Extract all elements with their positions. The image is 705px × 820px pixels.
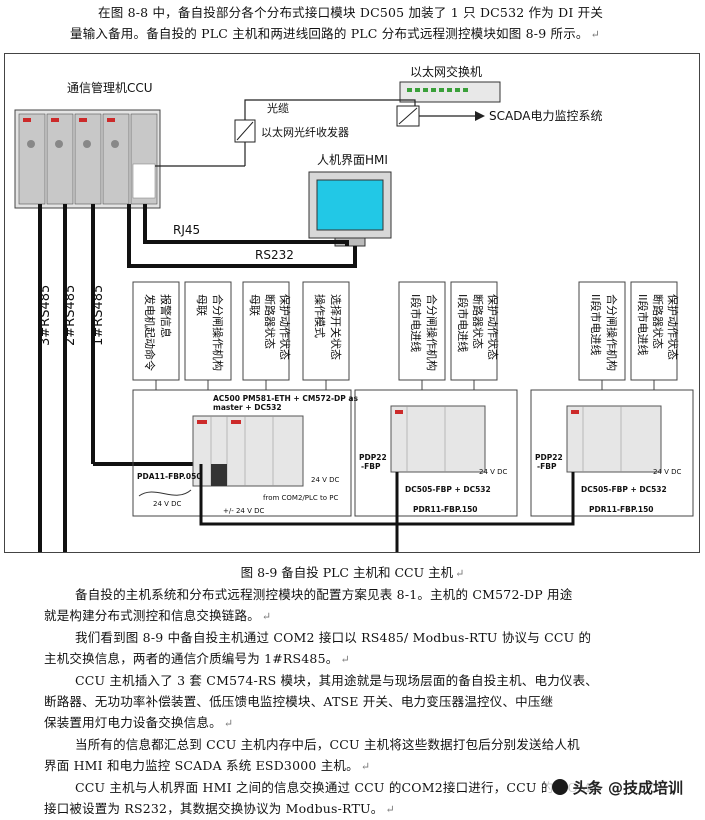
remote2-box <box>530 389 694 517</box>
main-signal-2-line-1: 断路器状态 <box>263 294 277 349</box>
remote1-module: DC505-FBP + DC532 <box>405 485 491 494</box>
fiber-transceiver-label: 以太网光纤收发器 <box>261 125 349 139</box>
remote2-pdr: PDR11-FBP.150 <box>589 505 654 514</box>
intro-line-2: 量输入备用。备自投的 PLC 主机和两进线回路的 PLC 分布式远程测控模块如图… <box>70 26 589 41</box>
main-signal-2-line-2: 保护动作状态 <box>278 294 292 360</box>
main-signal-0-line-0: 发电机起动命令 <box>143 294 157 371</box>
main-signal-1-line-1: 合分闸操作机构 <box>211 294 225 371</box>
toutiao-logo-icon <box>551 779 568 795</box>
remote2-24v: 24 V DC <box>653 468 682 476</box>
ethernet-switch-label: 以太网交换机 <box>410 64 482 79</box>
remote2-pdp-1: -FBP <box>537 462 557 471</box>
main-module-title-0: AC500 PM581-ETH + CM572-DP as <box>213 394 358 403</box>
rj45-label: RJ45 <box>173 223 200 237</box>
remote1-signal-1-line-1: 断路器状态 <box>471 294 485 349</box>
remote2-signal-1-line-1: 断路器状态 <box>651 294 665 349</box>
remote1-signal-0-line-0: I段市电进线 <box>409 294 423 352</box>
main-signal-0-line-1: 报警信息 <box>159 294 173 338</box>
remote2-signal-0-line-1: 合分闸操作机构 <box>605 294 619 371</box>
main-24v-bottom: +/- 24 V DC <box>223 507 265 515</box>
remote1-module-icon <box>390 405 486 473</box>
main-module-title-1: master + DC532 <box>213 403 282 412</box>
hmi-label: 人机界面HMI <box>317 153 388 167</box>
main-signal-3-line-0: 操作模式 <box>313 294 327 338</box>
main-24v-right: 24 V DC <box>311 476 340 484</box>
main-from-com2: from COM2/PLC to PC <box>263 494 338 502</box>
remote1-pdp-1: -FBP <box>361 462 381 471</box>
remote1-24v: 24 V DC <box>479 468 508 476</box>
remote2-signal-0-line-0: II段市电进线 <box>589 294 603 356</box>
remote1-signal-0-line-1: 合分闸操作机构 <box>425 294 439 371</box>
remote1-pdp-0: PDP22 <box>359 453 387 462</box>
remote1-signal-1-line-2: 保护动作状态 <box>486 294 500 360</box>
figure-caption: 图 8-9 备自投 PLC 主机和 CCU 主机↵ <box>240 565 465 580</box>
body-paragraph-1: 备自投的主机系统和分布式远程测控模块的配置方案见表 8-1。主机的 CM572-… <box>44 587 573 623</box>
remote2-module: DC505-FBP + DC532 <box>581 485 667 494</box>
main-pda-label: PDA11-FBP.050 <box>137 472 202 481</box>
body-paragraph-3: CCU 主机插入了 3 套 CM574-RS 模块，其用途就是与现场层面的备自投… <box>44 673 599 730</box>
intro-paragraph: 在图 8-8 中，备自投部分各个分布式接口模块 DC505 加装了 1 只 DC… <box>70 5 604 41</box>
remote1-box <box>354 389 518 517</box>
remote2-signal-1-line-2: 保护动作状态 <box>666 294 680 360</box>
main-plc-box <box>132 389 352 517</box>
remote2-module-icon <box>566 405 662 473</box>
main-24v-left: 24 V DC <box>153 500 182 508</box>
remote1-pdr: PDR11-FBP.150 <box>413 505 478 514</box>
main-signal-1-line-0: 母联 <box>195 294 208 316</box>
remote1-signal-1-line-0: I段市电进线 <box>456 294 470 352</box>
body-paragraph-2: 我们看到图 8-9 中备自投主机通过 COM2 接口以 RS485/ Modbu… <box>44 630 592 666</box>
fiber-transceiver-right-icon <box>396 105 420 127</box>
remote2-signal-1-line-0: II段市电进线 <box>636 294 650 356</box>
main-signal-2-line-0: 母联 <box>248 294 261 316</box>
bus-label-1: 1#RS485 <box>91 285 106 346</box>
system-diagram: 通信管理机CCU 以太网交换机 光缆 以太网光纤收发器 SCADA电力监控系统 … <box>4 53 700 553</box>
main-plc-icon <box>192 415 304 487</box>
bus-label-3: 3#RS485 <box>38 285 53 346</box>
ethernet-switch-icon <box>399 81 501 103</box>
hmi-monitor-icon <box>308 171 392 247</box>
fiber-transceiver-left-icon <box>234 119 256 143</box>
rs232-label: RS232 <box>255 248 294 262</box>
watermark: 头条 @技成培训 <box>546 775 689 800</box>
intro-line-1: 在图 8-8 中，备自投部分各个分布式接口模块 DC505 加装了 1 只 DC… <box>98 5 604 20</box>
body-paragraph-4: 当所有的信息都汇总到 CCU 主机内存中后，CCU 主机将这些数据打包后分别发送… <box>44 737 580 773</box>
fiber-label: 光缆 <box>267 101 289 115</box>
bus-label-2: 2#RS485 <box>63 285 78 346</box>
ccu-rack <box>14 109 161 209</box>
scada-label: SCADA电力监控系统 <box>489 109 602 123</box>
ccu-title: 通信管理机CCU <box>67 80 153 95</box>
remote2-pdp-0: PDP22 <box>535 453 563 462</box>
body-text: 备自投的主机系统和分布式远程测控模块的配置方案见表 8-1。主机的 CM572-… <box>0 584 705 820</box>
main-signal-3-line-1: 选择开关状态 <box>329 294 343 360</box>
